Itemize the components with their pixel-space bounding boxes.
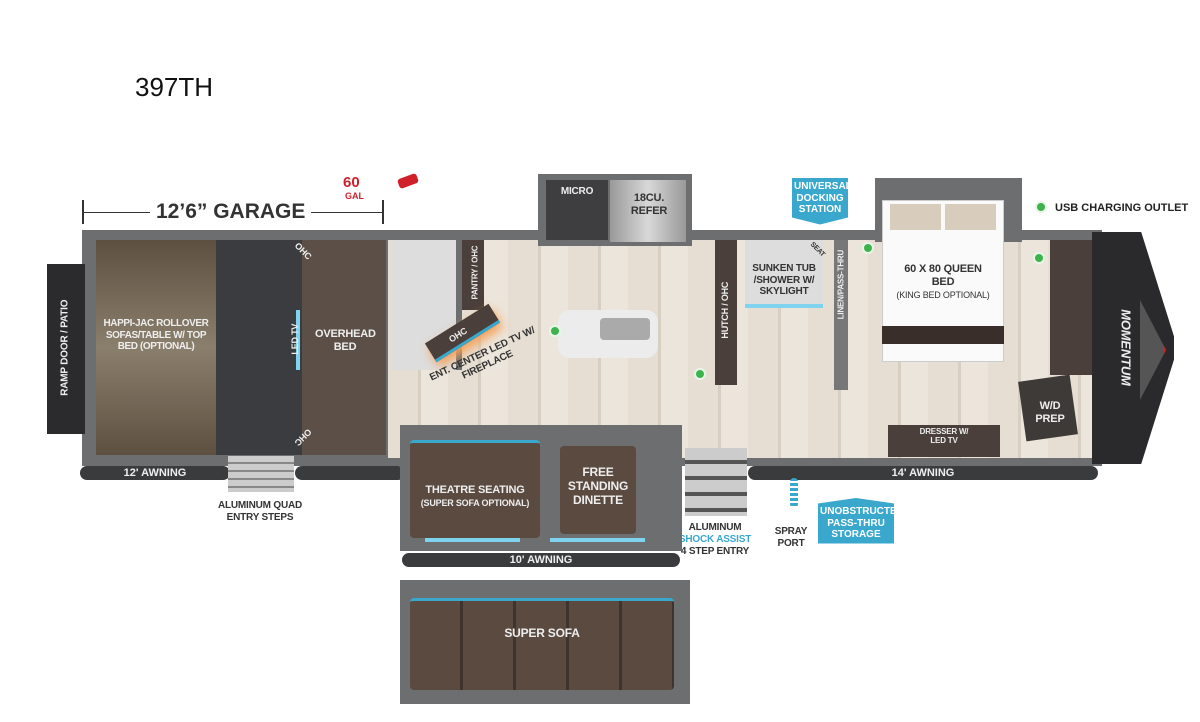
awning-12-right: [295, 466, 405, 480]
ramp-door[interactable]: [47, 264, 85, 434]
window: [425, 538, 520, 542]
garage-sofas-label: HAPPI-JAC ROLLOVER SOFAS/TABLE w/ TOP BE…: [103, 318, 209, 352]
hutch-label: HUTCH / OHC: [719, 281, 730, 339]
linen-cabinet: [834, 240, 848, 390]
dresser: [888, 425, 1000, 457]
awning-10: 10' AWNING: [402, 553, 680, 567]
usb-outlet: [549, 325, 561, 337]
garage-dimension-label: 12’6” GARAGE: [150, 200, 312, 224]
quad-steps-label: ALUMINUM QUAD ENTRY STEPS: [217, 500, 303, 523]
super-sofa[interactable]: [410, 598, 674, 690]
refrigerator: [610, 180, 686, 242]
entry-label-3: 4 STEP ENTRY: [680, 546, 750, 557]
quad-entry-steps[interactable]: [228, 456, 294, 492]
refer-label: 18CU. REFER: [630, 192, 668, 217]
bed-label: 60 x 80 QUEEN BED: [904, 263, 982, 288]
overhead-bed: [302, 240, 386, 455]
dresser-label: DRESSER W/ LED TV: [919, 427, 969, 446]
hutch: [715, 240, 737, 385]
led-tv-label: LED TV: [289, 323, 300, 355]
bed-note: (KING BED OPTIONAL): [896, 290, 990, 300]
entry-label-1: ALUMINUM: [688, 522, 742, 533]
micro-label: MICRO: [560, 186, 594, 197]
awning-12: 12' AWNING: [80, 466, 230, 480]
pantry-label: PANTRY / OHC: [470, 245, 480, 300]
sunken-tub: [745, 240, 823, 308]
super-sofa-label: SUPER SOFA: [504, 626, 580, 640]
theatre-note: (SUPER SOFA OPTIONAL): [420, 498, 530, 508]
usb-legend-dot: [1035, 201, 1047, 213]
dinette-label: FREE STANDING DINETTE: [567, 465, 629, 507]
docking-station-callout: UNIVERSAL DOCKING STATION: [792, 178, 848, 225]
floorplan-title: 397TH: [135, 72, 214, 102]
usb-outlet: [1033, 252, 1045, 264]
brand-logo: MOMENTUM: [1118, 309, 1134, 386]
tub-label: SUNKEN TUB /SHOWER w/ SKYLIGHT: [752, 263, 816, 297]
sink: [600, 318, 650, 340]
dimension-tick-left: [82, 200, 84, 224]
led-tv: [296, 310, 300, 370]
linen-label: LINEN/PASS-THRU: [836, 249, 846, 320]
fuel-nozzle-icon: [396, 172, 420, 190]
overhead-bed-label: OVERHEAD BED: [315, 328, 376, 353]
microwave: [546, 180, 608, 240]
spray-hose-icon: [790, 478, 798, 508]
usb-legend-label: USB CHARGING OUTLET: [1055, 202, 1189, 214]
awning-14: 14' AWNING: [748, 466, 1098, 480]
pass-thru-storage-callout: UNOBSTRUCTED PASS-THRU STORAGE: [818, 498, 894, 544]
dinette[interactable]: [560, 446, 636, 534]
ramp-door-label: RAMP DOOR / PATIO: [59, 299, 71, 396]
theatre-label: THEATRE SEATING: [425, 484, 525, 496]
usb-outlet: [862, 242, 874, 254]
closet: [1050, 240, 1092, 375]
pillows: [890, 204, 996, 230]
spray-port-label: SPRAY PORT: [774, 526, 808, 549]
shock-assist-steps[interactable]: [685, 448, 747, 516]
garage-floor: [216, 240, 302, 455]
fuel-unit: GAL: [345, 191, 364, 201]
window: [550, 538, 645, 542]
pantry: [462, 240, 484, 310]
bed-runner: [882, 326, 1004, 344]
dimension-tick-right: [382, 200, 384, 224]
wd-label: W/D PREP: [1035, 400, 1065, 425]
entry-label-2: SHOCK ASSIST: [678, 534, 752, 545]
fuel-capacity: 60: [343, 174, 360, 191]
usb-outlet: [694, 368, 706, 380]
garage-sofas: [96, 240, 216, 455]
theatre-seating[interactable]: [410, 440, 540, 538]
